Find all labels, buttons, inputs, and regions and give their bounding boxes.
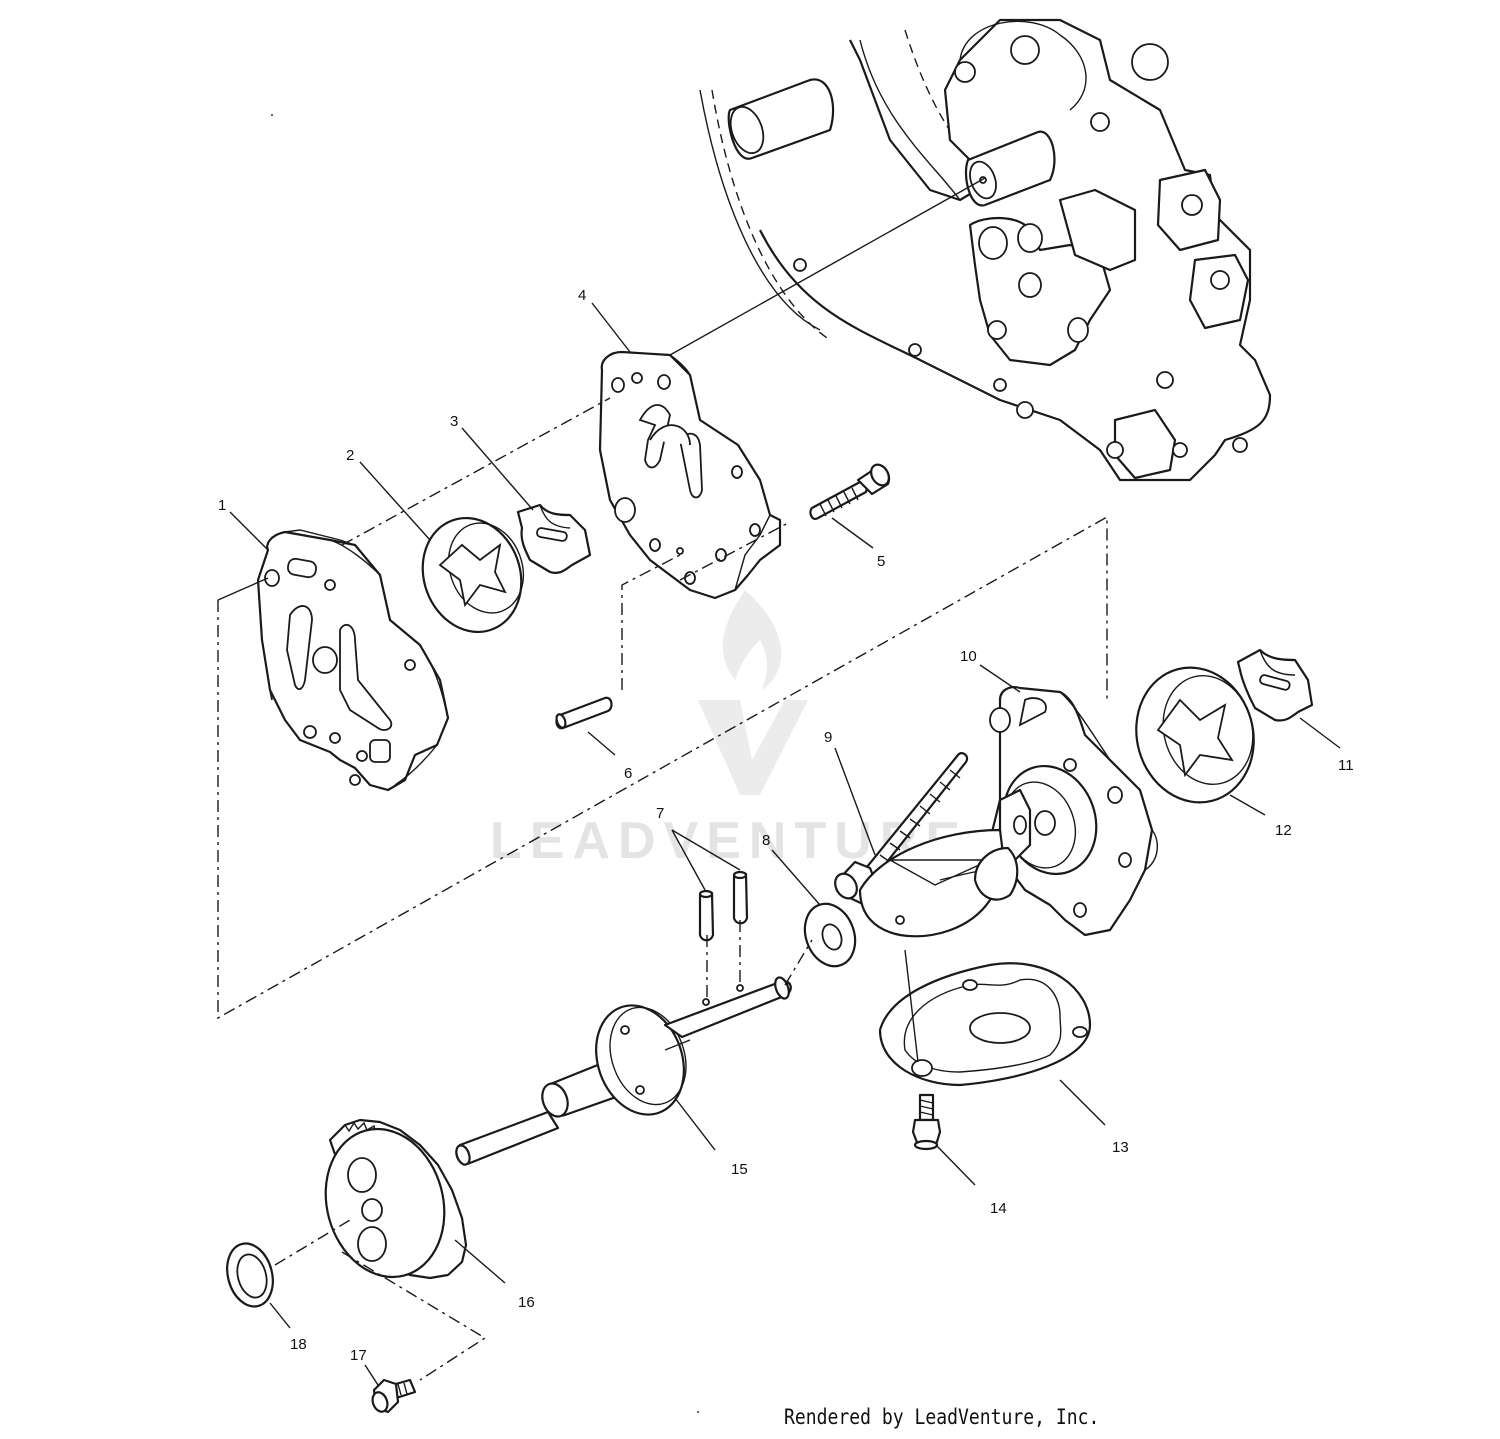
engine-crankcase: [699, 18, 1272, 482]
callout-2: 2: [346, 447, 354, 464]
screw-5: [809, 463, 891, 520]
stray-dot: [271, 114, 273, 116]
dowel-pin-6: [555, 696, 613, 730]
callout-8: 8: [762, 832, 770, 849]
callout-16: 16: [518, 1294, 535, 1311]
outer-rotor-2: [421, 516, 525, 634]
pins-7: [698, 870, 749, 942]
render-credit: Rendered by LeadVenture, Inc.: [784, 1405, 1100, 1429]
callout-3: 3: [450, 413, 458, 430]
callout-14: 14: [990, 1200, 1007, 1217]
callout-11: 11: [1338, 757, 1354, 774]
washer-8: [803, 902, 857, 968]
callout-6: 6: [624, 765, 632, 782]
pump-plate-4: [598, 350, 782, 600]
flange-bolt-17: [371, 1378, 417, 1414]
inner-rotor-11: [1236, 648, 1314, 722]
callout-5: 5: [877, 553, 885, 570]
callout-15: 15: [731, 1161, 748, 1178]
outer-rotor-12: [1135, 666, 1255, 804]
callout-7: 7: [656, 805, 664, 822]
leadventure-watermark: LEADVENTURE: [490, 590, 960, 870]
assembly-lines: [217, 177, 1108, 1381]
callout-4: 4: [578, 287, 586, 304]
callout-10: 10: [960, 648, 977, 665]
callout-12: 12: [1275, 822, 1292, 839]
drive-gear-16: [324, 1118, 468, 1280]
washer-18: [226, 1242, 274, 1308]
leader-lines: [229, 302, 1341, 1386]
screw-14: [911, 1093, 942, 1151]
callout-9: 9: [824, 729, 832, 746]
stray-dot: [697, 1411, 699, 1413]
inner-rotor-3: [516, 503, 592, 574]
callout-17: 17: [350, 1347, 367, 1364]
cover-gasket-13: [878, 962, 1092, 1087]
pump-body-1: [256, 529, 450, 792]
callout-13: 13: [1112, 1139, 1129, 1156]
callout-labels: 1 2 3 4 5 6 7 8 9 10 11 12 13 14 15 16 1…: [218, 287, 1354, 1364]
callout-1: 1: [218, 497, 226, 514]
pump-shaft-15: [455, 976, 792, 1166]
pump-housing-10: [858, 686, 1158, 938]
callout-18: 18: [290, 1336, 307, 1353]
